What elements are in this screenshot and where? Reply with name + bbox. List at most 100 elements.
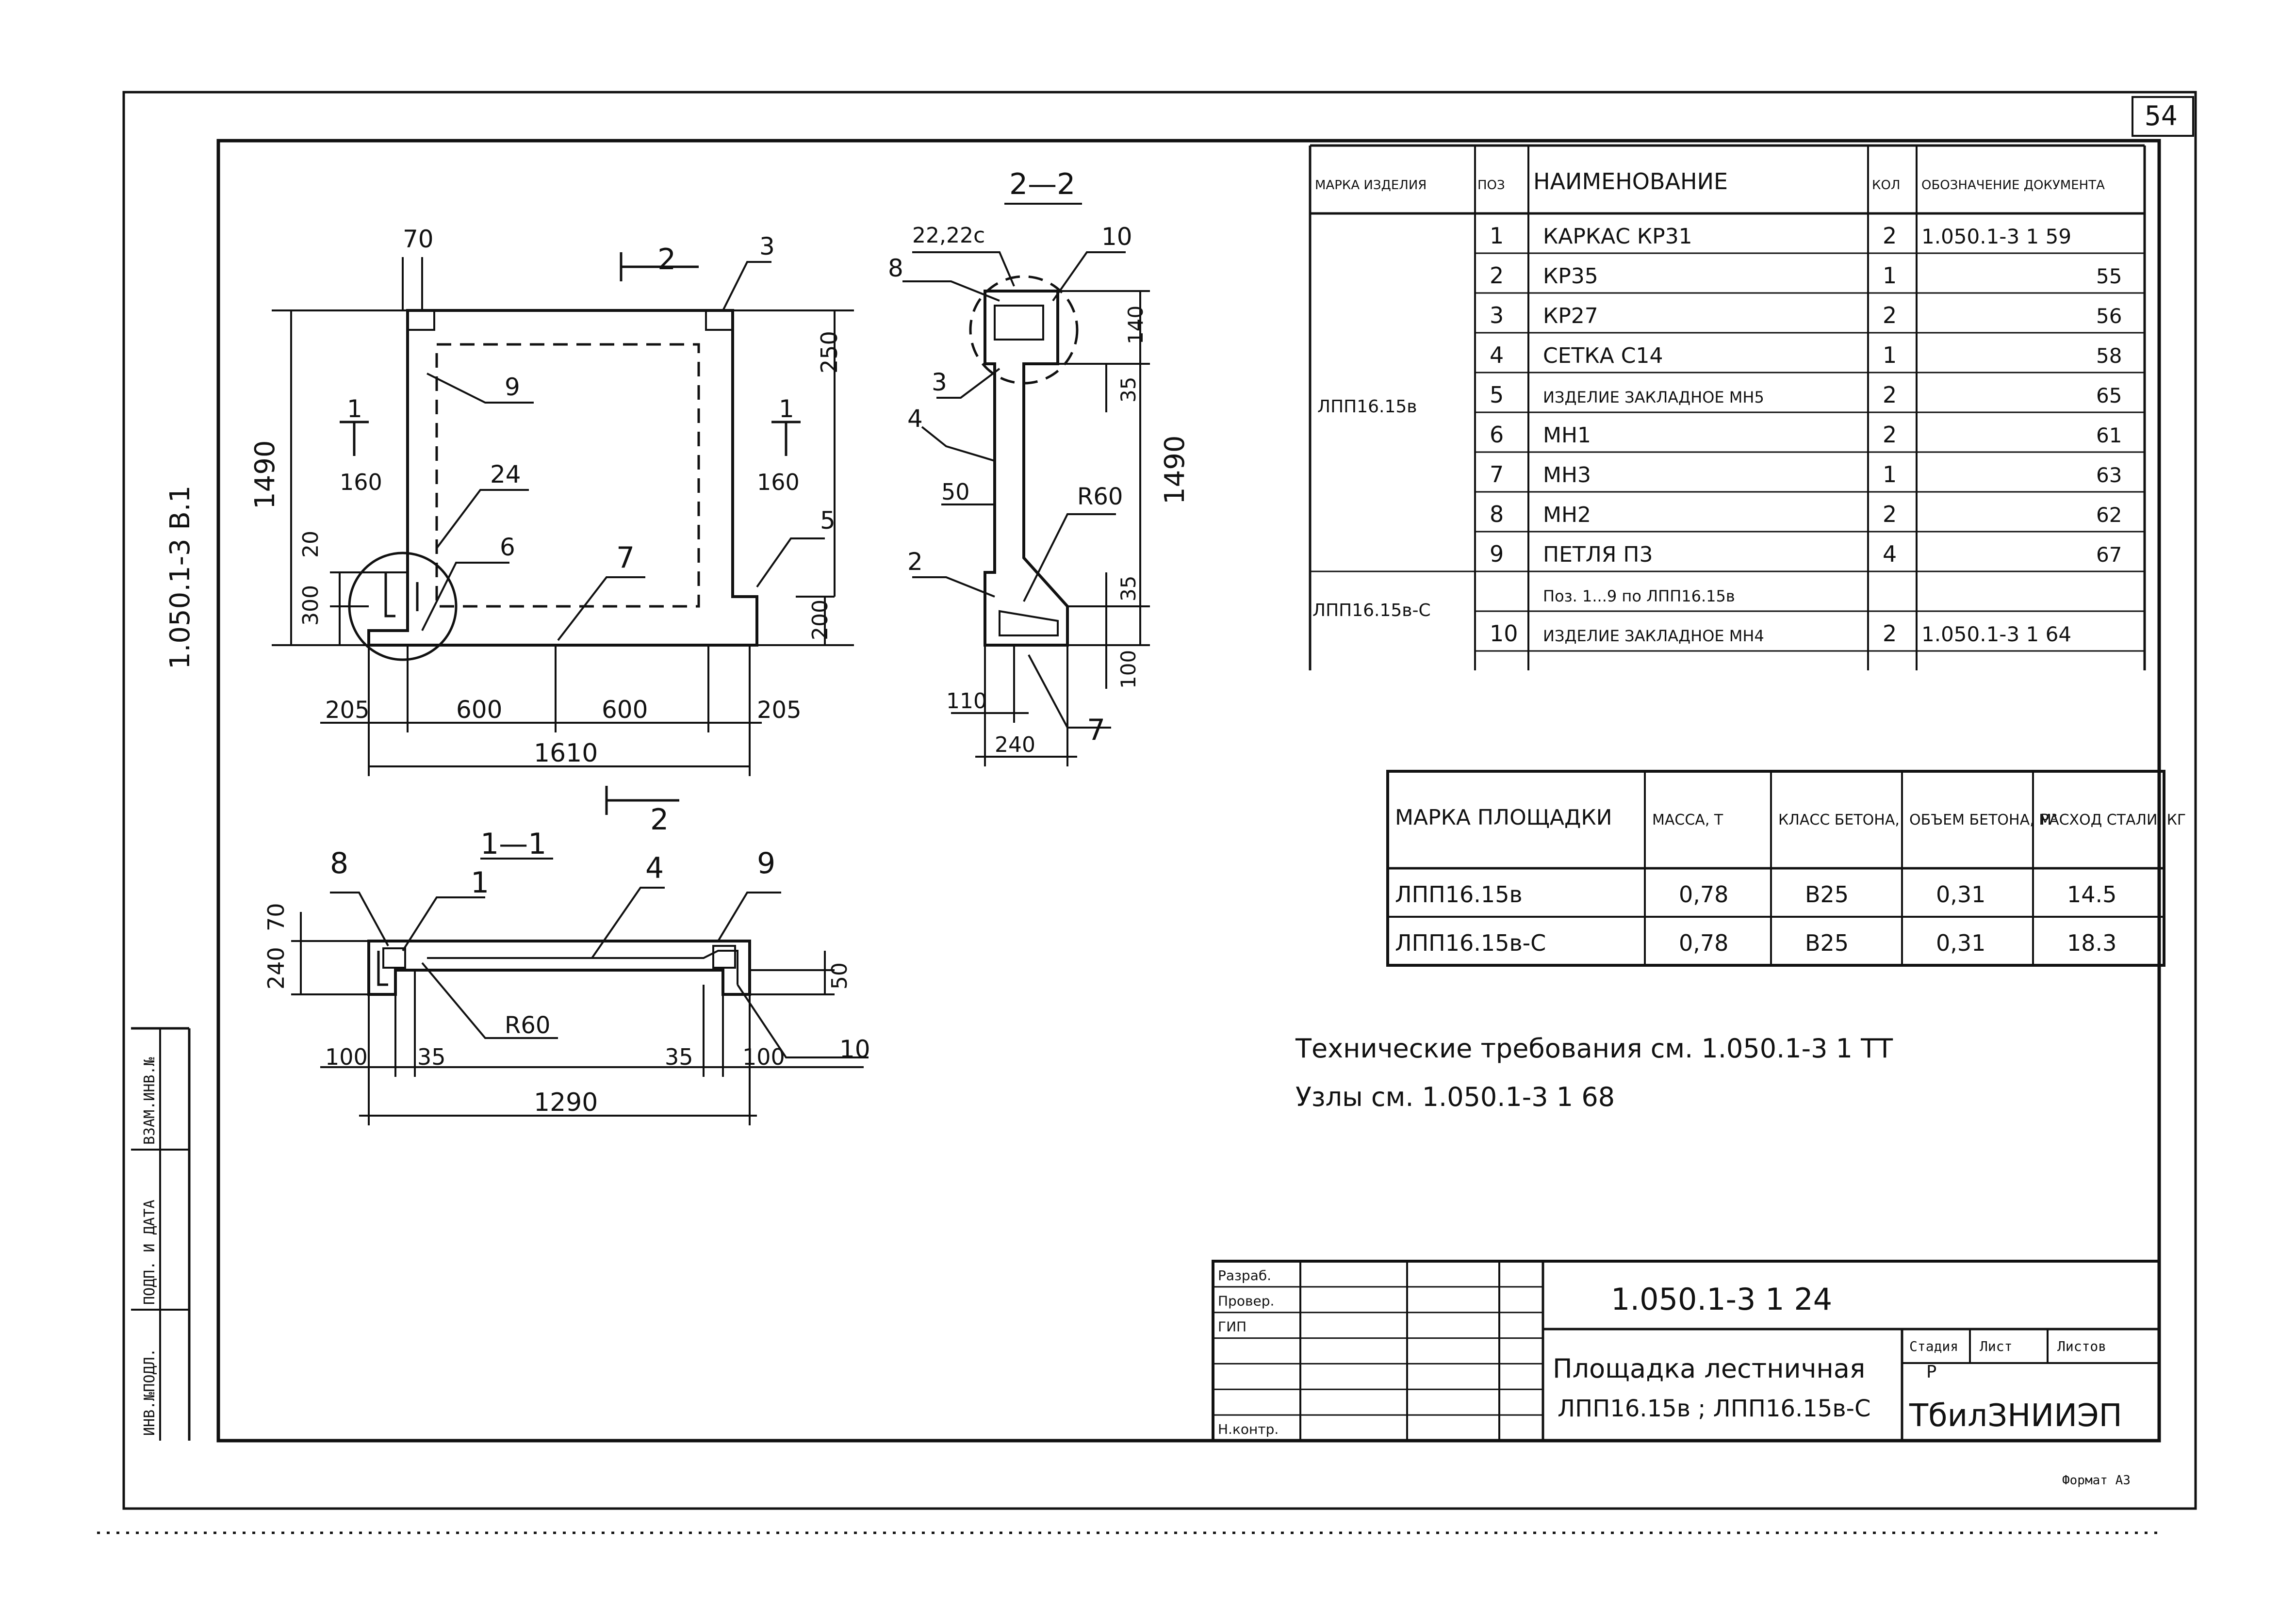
mass-header-3: ОБЪЕМ БЕТОНА, М³	[1909, 812, 2057, 828]
mass-cell: 0,31	[1936, 930, 1985, 956]
mass-header-2: КЛАСС БЕТОНА,	[1778, 812, 1900, 828]
sec22-dim-100: 100	[1116, 650, 1140, 689]
spec-row-pos: 10	[1490, 620, 1518, 647]
sec11-callout-8: 8	[330, 846, 348, 880]
spec-row-pos: 8	[1490, 501, 1504, 527]
spec-row-name: ИЗДЕЛИЕ ЗАКЛАДНОЕ МН4	[1543, 627, 1764, 645]
callout-9: 9	[505, 373, 520, 401]
sec22-dim-35a: 35	[1116, 377, 1140, 403]
section-mark-bottom: 2	[650, 803, 669, 837]
spec-row-name: МН2	[1543, 503, 1591, 527]
spec-row-name: СЕТКА С14	[1543, 343, 1663, 368]
sec11-dim-50: 50	[827, 962, 852, 990]
spec-row-doc: 63	[2096, 463, 2122, 487]
spec-header-2: НАИМЕНОВАНИЕ	[1533, 168, 1728, 195]
spec-row-name: КАРКАС КР31	[1543, 224, 1692, 249]
dim-1490: 1490	[249, 440, 281, 509]
spec-header-1: ПОЗ	[1477, 178, 1505, 193]
spec-row-name: Поз. 1...9 по ЛПП16.15в	[1543, 587, 1735, 605]
sec22-dim-35b: 35	[1116, 576, 1140, 601]
sec22-callout-3: 3	[932, 368, 947, 396]
spec-row-doc: 58	[2096, 344, 2122, 368]
dim-205-right: 205	[757, 697, 802, 724]
page-number: 54	[2145, 100, 2177, 132]
dim-160-right: 160	[757, 469, 800, 495]
role-label: Н.контр.	[1218, 1421, 1279, 1437]
side-code: 1.050.1-3 В.1	[164, 486, 196, 669]
organization: ТбилЗНИИЭП	[1909, 1398, 2122, 1434]
callout-7: 7	[616, 541, 635, 575]
spec-row-doc: 55	[2096, 264, 2122, 288]
spec-row-doc: 61	[2096, 423, 2122, 447]
spec-row-qty: 2	[1883, 223, 1897, 249]
sec22-dim-r60: R60	[1077, 483, 1123, 510]
dim-300: 300	[298, 585, 323, 626]
format-label: Формат А3	[2062, 1473, 2131, 1488]
sheets-label: Листов	[2057, 1338, 2106, 1354]
spec-row-pos: 4	[1490, 342, 1504, 368]
main-view: 70 2 2 1 1 3 9 24 6 7 5 250 1490 160 160…	[249, 225, 854, 837]
spec-row-qty: 2	[1883, 422, 1897, 448]
sheet-label: Лист	[1980, 1338, 2012, 1354]
spec-row-doc: 67	[2096, 543, 2122, 567]
sec22-callout-7: 7	[1087, 713, 1105, 747]
sec11-dim-35-right: 35	[665, 1044, 693, 1070]
mass-cell: В25	[1805, 881, 1849, 908]
spec-group2-mark: ЛПП16.15в-С	[1312, 601, 1431, 620]
spec-row-name: МН3	[1543, 463, 1591, 487]
sec11-dim-240: 240	[263, 947, 289, 990]
spec-header-4: ОБОЗНАЧЕНИЕ ДОКУМЕНТА	[1921, 178, 2105, 193]
sec11-dim-35-left: 35	[417, 1044, 446, 1070]
spec-row-doc: 62	[2096, 503, 2122, 527]
outer-frame	[122, 91, 2197, 1510]
stage-value: Р	[1926, 1362, 1937, 1382]
spec-row-name: КР35	[1543, 264, 1598, 289]
mass-header-0: МАРКА ПЛОЩАДКИ	[1395, 805, 1612, 830]
note-requirements: Технические требования см. 1.050.1-3 1 Т…	[1295, 1033, 1893, 1064]
inner-frame	[216, 139, 2161, 1443]
callout-3: 3	[759, 232, 775, 260]
section-mark-top: 2	[657, 243, 676, 276]
spec-row-name: ИЗДЕЛИЕ ЗАКЛАДНОЕ МН5	[1543, 388, 1764, 406]
mass-header-4: РАСХОД СТАЛИ, КГ	[2040, 812, 2186, 828]
spec-row-doc: 1.050.1-3 1 59	[1921, 225, 2071, 248]
mass-table: МАРКА ПЛОЩАДКИ МАССА, Т КЛАСС БЕТОНА, ОБЪЕМ…	[1386, 770, 2186, 967]
sec22-dim-240: 240	[995, 732, 1035, 757]
spec-row-pos: 2	[1490, 262, 1504, 289]
mass-cell: ЛПП16.15в-С	[1395, 930, 1546, 956]
sec11-callout-10: 10	[839, 1035, 870, 1063]
stamp-replace: ВЗАМ.ИНВ.№	[141, 1057, 158, 1145]
spec-row-qty: 2	[1883, 302, 1897, 328]
sec11-dim-100-left: 100	[325, 1044, 368, 1070]
spec-row-pos: 9	[1490, 541, 1504, 567]
sec11-dim-70: 70	[263, 903, 289, 931]
role-label: ГИП	[1218, 1319, 1246, 1335]
spec-row-qty: 1	[1883, 262, 1897, 289]
spec-row-qty: 4	[1883, 541, 1897, 567]
mass-cell: 18.3	[2067, 930, 2116, 956]
sec22-dim-140: 140	[1124, 306, 1148, 344]
section-1-1-title: 1—1	[480, 827, 546, 861]
callout-24: 24	[490, 460, 521, 488]
spec-row-name: ПЕТЛЯ П3	[1543, 542, 1653, 567]
sec22-dim-50: 50	[941, 479, 970, 505]
dim-600-a: 600	[456, 696, 502, 724]
role-label: Провер.	[1218, 1293, 1274, 1309]
spec-row-pos: 6	[1490, 422, 1504, 448]
sec22-dim-1490: 1490	[1159, 435, 1191, 504]
section-2-2: 2—2 22,22с 8 10 3 4 50 2 R60	[888, 167, 1191, 766]
dim-1610: 1610	[534, 739, 598, 768]
mass-cell: 14.5	[2067, 881, 2116, 908]
callout-6: 6	[500, 533, 515, 561]
sec22-callout-8: 8	[888, 254, 903, 282]
title-line-1: Площадка лестничная	[1553, 1353, 1865, 1384]
stage-label: Стадия	[1909, 1338, 1958, 1354]
note-nodes: Узлы см. 1.050.1-3 1 68	[1296, 1082, 1615, 1112]
sec22-callout-4: 4	[907, 405, 923, 433]
sec11-dim-r60: R60	[505, 1012, 550, 1039]
mass-header-1: МАССА, Т	[1652, 812, 1723, 828]
mass-cell: В25	[1805, 930, 1849, 956]
dim-160-left: 160	[340, 469, 382, 495]
